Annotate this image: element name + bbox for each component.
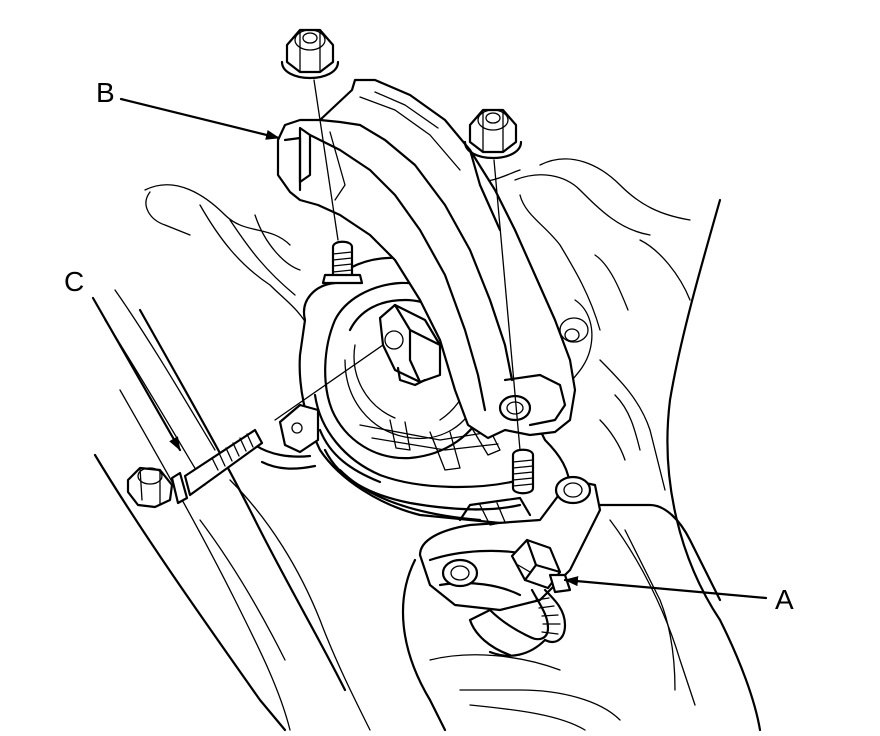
vehicle-frame-background — [93, 158, 762, 732]
mount-bolt-c — [126, 428, 264, 509]
callout-label-b: B — [96, 77, 115, 108]
stud-right — [511, 448, 535, 495]
wire-harness — [253, 443, 567, 657]
mount-bracket — [276, 78, 577, 440]
callout-label-a: A — [775, 584, 794, 615]
alignment-lines — [274, 79, 521, 451]
leader-line-a — [563, 576, 768, 600]
stud-left — [321, 240, 364, 285]
leader-line-b — [119, 97, 281, 140]
leader-line-c — [91, 296, 182, 452]
callout-label-c: C — [64, 266, 84, 297]
connector-a — [510, 538, 572, 594]
leader-lines — [91, 97, 768, 600]
flange-nut-lower-right — [554, 475, 592, 505]
flange-nut-upper-left — [280, 28, 340, 80]
flange-nut-lower-left — [441, 558, 479, 588]
flange-nut-upper-right — [463, 108, 523, 160]
